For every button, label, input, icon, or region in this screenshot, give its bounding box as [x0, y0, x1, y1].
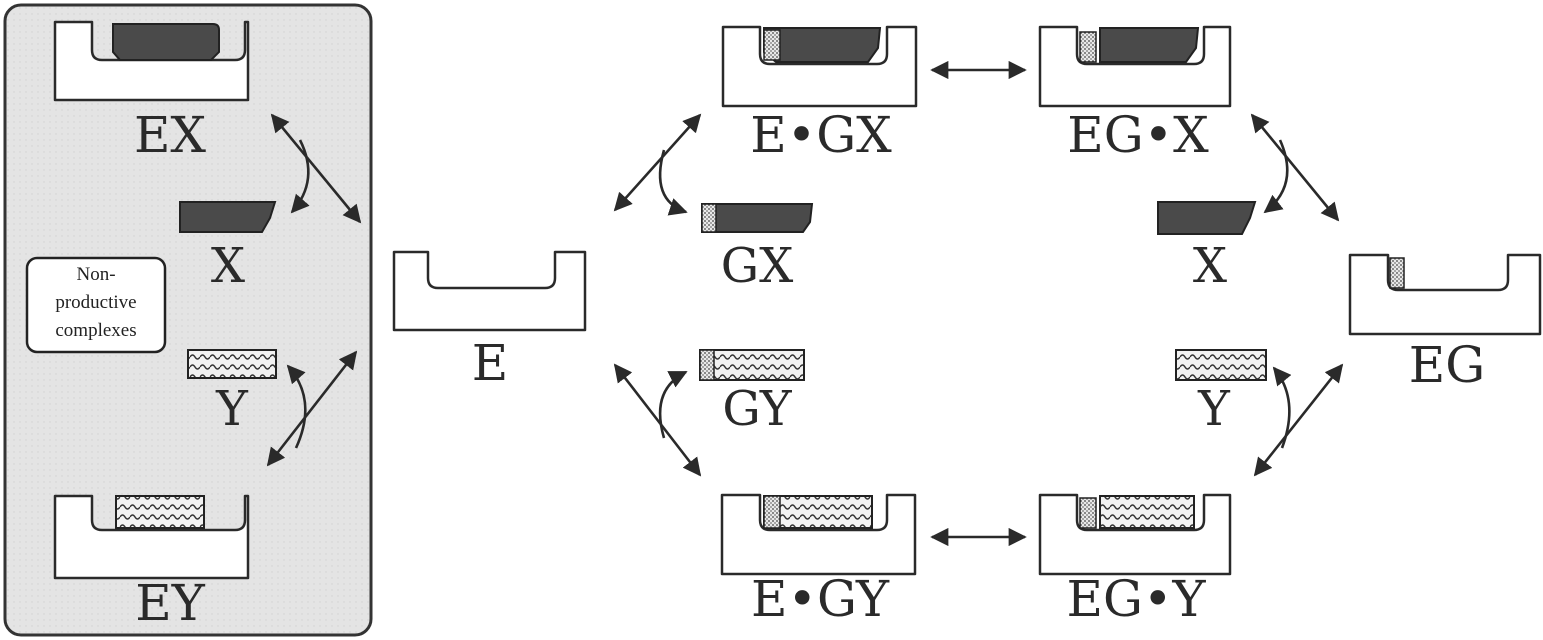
- label-GX: GX: [721, 238, 794, 294]
- arrow-release-X-right: [1265, 140, 1287, 212]
- callout-line2: productive: [55, 292, 136, 313]
- label-EG-X: EG•X: [1067, 106, 1209, 164]
- enzyme-E-GY: [722, 495, 915, 574]
- enzyme-EG-Y: [1040, 495, 1230, 574]
- enzyme-E: [394, 252, 585, 330]
- label-E-GY: E•GY: [751, 570, 890, 628]
- label-EY: EY: [135, 574, 205, 632]
- free-GX: [702, 204, 812, 232]
- enzyme-EX: [55, 22, 248, 100]
- label-E-GX: E•GX: [750, 106, 892, 164]
- enzyme-E-GX: [723, 27, 916, 106]
- free-substrate-Y-left: [188, 350, 276, 378]
- substrate-Y-bound: [116, 496, 204, 528]
- substrate-X-bound: [113, 24, 219, 60]
- arrow-EGY-EG: [1255, 365, 1342, 475]
- free-substrate-Y-right: [1176, 350, 1266, 380]
- free-substrate-X-left: [180, 202, 275, 232]
- label-Y-left: Y: [215, 381, 249, 437]
- callout-line1: Non-: [76, 264, 115, 285]
- arrow-EGX-EG: [1252, 115, 1338, 220]
- label-Y-right: Y: [1197, 381, 1231, 437]
- callout-line3: complexes: [55, 320, 136, 341]
- label-EG: EG: [1409, 336, 1485, 394]
- nonproductive-callout: Non- productive complexes: [27, 258, 165, 352]
- free-substrate-X-right: [1158, 202, 1255, 234]
- arrow-E-EGY: [615, 365, 700, 475]
- arrow-bind-Y-right: [1274, 368, 1289, 448]
- free-GY: [700, 350, 804, 380]
- enzyme-EG: [1350, 255, 1540, 334]
- enzyme-EG-X: [1040, 27, 1230, 106]
- label-E: E: [472, 334, 509, 392]
- arrow-bind-GX: [660, 150, 686, 212]
- label-X-right: X: [1193, 238, 1227, 294]
- label-X-left: X: [211, 238, 245, 294]
- arrow-E-EGX: [615, 115, 700, 210]
- label-GY: GY: [722, 381, 793, 437]
- label-EG-Y: EG•Y: [1067, 570, 1207, 628]
- label-EX: EX: [134, 106, 206, 164]
